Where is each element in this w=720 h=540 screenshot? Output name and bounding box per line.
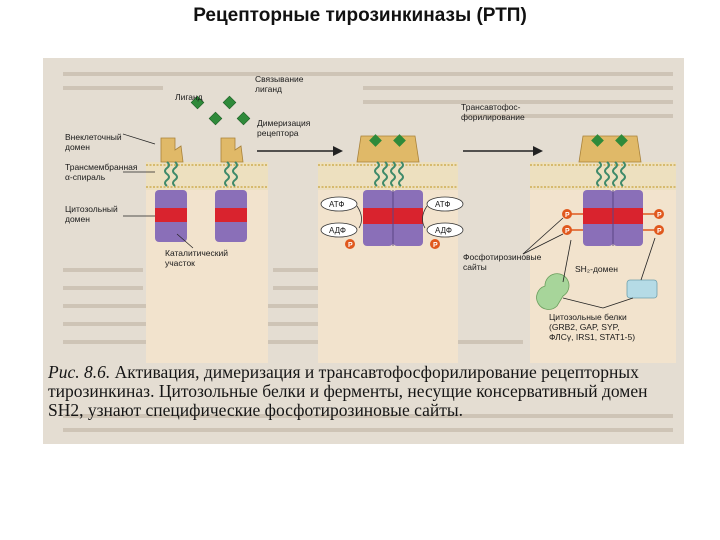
label-catalytic-2: участок	[165, 258, 195, 268]
label-adp-left: АДФ	[329, 226, 346, 235]
caption-number: Рис. 8.6.	[48, 362, 110, 382]
label-p-5: P	[657, 212, 662, 219]
label-atp-right: АТФ	[435, 200, 450, 209]
label-transautophos-1: Трансавтофос-	[461, 102, 521, 112]
label-ligand-binding-2: лиганд	[255, 84, 282, 94]
arrow-2	[463, 146, 543, 156]
label-sh2-domain: SH₂-домен	[575, 264, 618, 274]
label-atp-left: АТФ	[329, 200, 344, 209]
label-p-3: P	[565, 212, 570, 219]
label-transautophos-2: форилирование	[461, 112, 525, 122]
label-cytosolic-proteins-2: (GRB2, GAP, SYP,	[549, 322, 620, 332]
arrow-1	[257, 146, 343, 156]
label-ligand: Лиганд	[175, 92, 203, 102]
figure-scan: Лиганд Связывание лиганд Димеризация рец…	[43, 58, 684, 444]
label-extracellular-1: Внеклеточный	[65, 132, 122, 142]
receptor-monomer-left	[155, 138, 187, 242]
receptor-monomer-right	[215, 138, 247, 242]
label-extracellular-2: домен	[65, 142, 90, 152]
label-cytosolic-1: Цитозольный	[65, 204, 118, 214]
label-cytosolic-proteins-1: Цитозольные белки	[549, 312, 627, 322]
figure-caption: Рис. 8.6. Активация, димеризация и транс…	[48, 363, 678, 420]
label-p-1: P	[348, 242, 353, 249]
label-catalytic-1: Каталитический	[165, 248, 228, 258]
label-cytosolic-2: домен	[65, 214, 90, 224]
label-phosphotyrosine-2: сайты	[463, 262, 487, 272]
label-transmembrane-2: α-спираль	[65, 172, 106, 182]
label-p-6: P	[657, 228, 662, 235]
label-ligand-binding-1: Связывание	[255, 74, 304, 84]
label-adp-right: АДФ	[435, 226, 452, 235]
caption-text: Активация, димеризация и трансавтофосфор…	[48, 362, 648, 420]
label-transmembrane-1: Трансмембранная	[65, 162, 138, 172]
page-title: Рецепторные тирозинкиназы (РТП)	[0, 5, 720, 27]
label-p-2: P	[433, 242, 438, 249]
label-phosphotyrosine-1: Фосфотирозиновые	[463, 252, 542, 262]
label-dimerization-2: рецептора	[257, 128, 299, 138]
label-dimerization-1: Димеризация	[257, 118, 311, 128]
label-p-4: P	[565, 228, 570, 235]
label-cytosolic-proteins-3: ФЛСγ, IRS1, STAT1-5)	[549, 332, 635, 342]
